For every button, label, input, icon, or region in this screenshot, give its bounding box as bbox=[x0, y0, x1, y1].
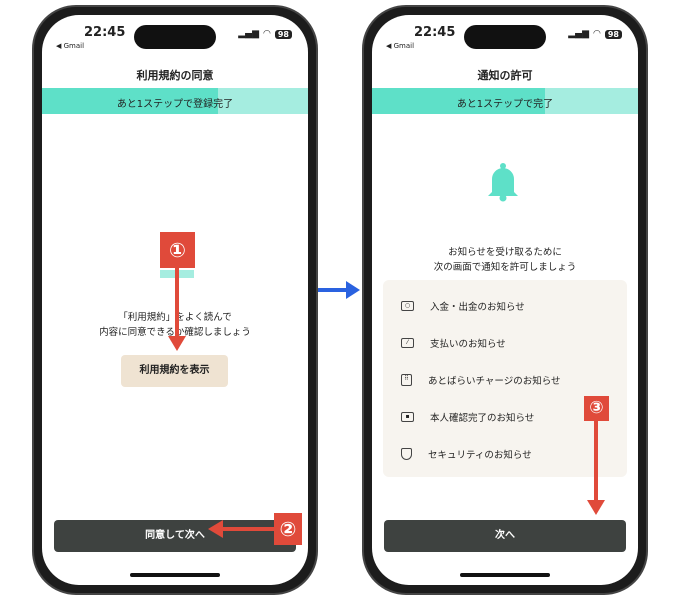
blue-arrow-line bbox=[318, 288, 348, 292]
progress-bar: あと1ステップで登録完了 bbox=[42, 88, 308, 114]
progress-fill bbox=[372, 88, 545, 114]
id-card-icon: ▪ bbox=[401, 412, 414, 422]
bell-icon bbox=[488, 163, 518, 202]
item-label: あとばらいチャージのお知らせ bbox=[428, 376, 561, 387]
notification-screen: 22:45 ◀ Gmail ▂▄▆ ◠98 通知の許可 あと1ステップで完了 お知… bbox=[372, 15, 638, 585]
arrow-2-head bbox=[208, 520, 223, 538]
arrow-3-line bbox=[594, 418, 598, 502]
list-item: ⁄ 支払いのお知らせ bbox=[401, 336, 506, 350]
left-phone: 22:45 ◀ Gmail ▂▄▆ ◠98 利用規約の同意 あと1ステップで登録完… bbox=[32, 5, 318, 595]
home-indicator bbox=[130, 573, 220, 577]
status-time: 22:45 bbox=[414, 25, 456, 40]
annotation-3: ③ bbox=[584, 396, 609, 421]
agree-next-button[interactable]: 同意して次へ bbox=[54, 520, 296, 552]
back-to-gmail[interactable]: ◀ Gmail bbox=[386, 42, 415, 50]
back-to-gmail[interactable]: ◀ Gmail bbox=[56, 42, 85, 50]
dynamic-island bbox=[134, 25, 216, 49]
next-button[interactable]: 次へ bbox=[384, 520, 626, 552]
list-item: ○ 入金・出金のお知らせ bbox=[401, 299, 525, 313]
arrow-1-head bbox=[168, 336, 186, 351]
page-title: 利用規約の同意 bbox=[136, 69, 214, 82]
list-item: セキュリティのお知らせ bbox=[401, 447, 532, 461]
shield-icon bbox=[401, 448, 412, 460]
progress-label: あと1ステップで完了 bbox=[456, 99, 554, 110]
status-icons: ▂▄▆ ◠98 bbox=[238, 29, 292, 39]
list-item: ▪ 本人確認完了のお知らせ bbox=[401, 410, 534, 424]
terms-screen: 22:45 ◀ Gmail ▂▄▆ ◠98 利用規約の同意 あと1ステップで登録完… bbox=[42, 15, 308, 585]
instruction-line1: お知らせを受け取るために bbox=[448, 247, 562, 258]
dynamic-island bbox=[464, 25, 546, 49]
annotation-2: ② bbox=[274, 513, 302, 545]
wifi-icon: ◠ bbox=[593, 29, 601, 39]
signal-icon: ▂▄▆ bbox=[238, 29, 259, 39]
signal-icon: ▂▄▆ bbox=[568, 29, 589, 39]
item-label: 入金・出金のお知らせ bbox=[430, 302, 525, 313]
progress-bar: あと1ステップで完了 bbox=[372, 88, 638, 114]
battery-icon: 98 bbox=[604, 29, 622, 39]
annotation-1: ① bbox=[160, 232, 195, 268]
item-label: セキュリティのお知らせ bbox=[428, 450, 532, 461]
instruction-line2: 次の画面で通知を許可しましょう bbox=[433, 262, 577, 273]
calendar-icon: ⠿ bbox=[401, 374, 412, 386]
item-label: 本人確認完了のお知らせ bbox=[430, 413, 535, 424]
card-icon: ⁄ bbox=[401, 338, 414, 348]
progress-fill bbox=[42, 88, 218, 114]
blue-arrow-head bbox=[346, 281, 360, 299]
right-phone: 22:45 ◀ Gmail ▂▄▆ ◠98 通知の許可 あと1ステップで完了 お知… bbox=[362, 5, 648, 595]
notification-list: ○ 入金・出金のお知らせ ⁄ 支払いのお知らせ ⠿ あとばらいチャージのお知らせ ▪ 本… bbox=[383, 280, 627, 477]
show-terms-button[interactable]: 利用規約を表示 bbox=[121, 355, 228, 387]
page-title: 通知の許可 bbox=[477, 69, 533, 82]
arrow-1-line bbox=[175, 266, 179, 340]
progress-label: あと1ステップで登録完了 bbox=[116, 99, 234, 110]
money-icon: ○ bbox=[401, 301, 414, 311]
battery-icon: 98 bbox=[274, 29, 292, 39]
home-indicator bbox=[460, 573, 550, 577]
arrow-3-head bbox=[587, 500, 605, 515]
arrow-2-line bbox=[222, 527, 276, 531]
status-icons: ▂▄▆ ◠98 bbox=[568, 29, 622, 39]
item-label: 支払いのお知らせ bbox=[430, 339, 506, 350]
list-item: ⠿ あとばらいチャージのお知らせ bbox=[401, 373, 561, 387]
wifi-icon: ◠ bbox=[263, 29, 271, 39]
status-time: 22:45 bbox=[84, 25, 126, 40]
